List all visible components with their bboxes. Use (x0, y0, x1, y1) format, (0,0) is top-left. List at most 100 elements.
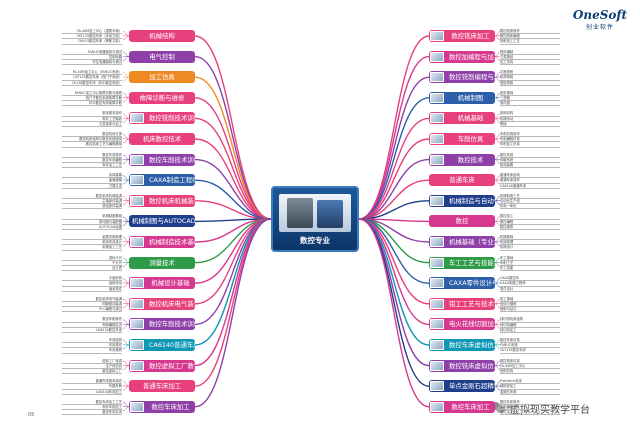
topic-node: CA6140普通车床 (129, 339, 195, 351)
leaf-label: 车床结构 (62, 338, 122, 344)
leaf-label: 常用机构 (500, 111, 560, 117)
leaf-label: 车削编程 (500, 405, 560, 411)
topic-label: 数控虚拟工厂教学实训室 (149, 361, 195, 370)
leaf-label: 金属切削原理 (62, 235, 122, 241)
topic-node: 数控机床机械装调与维修 (129, 194, 195, 207)
leaf-label: 投影基础 (500, 91, 560, 96)
connector-line (194, 55, 272, 220)
topic-thumbnail-image (430, 195, 444, 206)
topic-thumbnail-image (430, 92, 444, 103)
connector-line (122, 179, 130, 185)
leaf-label: 数控加工 (500, 214, 560, 220)
leaf-group: 数控加工数控编程数控维修 (500, 214, 560, 230)
leaf-label: 平面铣削 (500, 70, 560, 76)
topic-thumbnail-image (130, 154, 144, 165)
connector-line (494, 221, 501, 226)
leaf-label: 实体建模 (62, 173, 122, 179)
leaf-group: 平面机构齿轮传动轴系零件 (62, 276, 122, 292)
leaf-group: FA-40M加工中心（FANUC系统）CKT135数控车床（西门子系统）CK13… (62, 70, 122, 86)
topic-node: 数控车削技术训练 (129, 153, 195, 166)
topic-node: 机械结构 (129, 30, 195, 42)
leaf-label: 数控机床工艺与编程基础 (62, 142, 122, 148)
leaf-label: 数控铣床操作 (500, 29, 560, 35)
topic-node: 数控车床虚拟仿真实训室 (429, 339, 495, 351)
leaf-label: 机械基础 (500, 235, 560, 241)
topic-label: 钳工工艺与技术训练 (449, 299, 495, 308)
leaf-label: 自动化生产线 (500, 199, 560, 205)
leaf-label: 线切割机床结构 (500, 317, 560, 323)
leaf-group: 机械制造工艺自动化生产线机电一体化 (500, 194, 560, 210)
connector-line (194, 158, 272, 220)
leaf-label: 零件车削加工 (62, 405, 122, 411)
leaf-label: 零件图与装配图 (62, 220, 122, 225)
connector-line (358, 179, 430, 220)
leaf-label: 进给部件装调 (62, 204, 122, 210)
leaf-label: CKT135数控车床（手动刀架） (62, 34, 122, 40)
leaf-label: 控制电路 (62, 55, 122, 60)
connector-line (122, 282, 130, 288)
leaf-label: 数控车床加工工艺 (62, 400, 122, 405)
topic-label: 普通车床加工 (142, 382, 182, 391)
leaf-label: 车工技能 (500, 266, 560, 272)
leaf-label: 生产线仿真 (62, 364, 122, 369)
leaf-label: 机械制图基础 (62, 214, 122, 220)
connector-line (122, 406, 130, 411)
leaf-label: CK6150数控车床 (62, 328, 122, 333)
topic-label: 故障诊断与维修 (139, 93, 185, 102)
leaf-label: 车工基础 (500, 256, 560, 261)
connector-line (122, 97, 130, 102)
leaf-label: 机电一体化 (500, 204, 560, 210)
connector-line (494, 385, 501, 391)
topic-node: 机械制造技术基础 (129, 236, 195, 248)
leaf-group: Precitech机床超精密加工金刚石车削 (500, 379, 560, 395)
topic-node: 测量技术 (129, 256, 195, 269)
leaf-label: 联接 (500, 122, 560, 127)
topic-node: 机械基础（专业水平） (429, 236, 495, 248)
connector-line (122, 365, 130, 370)
topic-thumbnail-image (430, 154, 444, 165)
topic-thumbnail-image (430, 401, 444, 412)
topic-label: 数控铣削编程与加工 (449, 73, 495, 82)
topic-label: 数控加编程与加工 (449, 52, 495, 61)
topic-node: 电火花线切割加工 (429, 318, 495, 331)
leaf-group: FANUC电器接线与调试控制电路学生电器接线与调试 (62, 50, 122, 66)
leaf-label: FA-40M加工中心（FANUC系统） (62, 70, 122, 76)
leaf-label: 加工仿真 (500, 60, 560, 66)
topic-node: 机械制图 (429, 91, 495, 104)
connector-line (358, 117, 430, 220)
topic-thumbnail-image (430, 298, 444, 309)
leaf-label: 零件工艺路线 (62, 117, 122, 122)
leaf-label: 机械原理 (500, 240, 560, 246)
topic-thumbnail-image (430, 31, 444, 41)
leaf-group: 钳工基础划线与锯削锉削与钻孔 (500, 297, 560, 313)
leaf-label: 程序编制 (500, 50, 560, 55)
topic-label: 机械设计基础 (151, 279, 190, 288)
leaf-label: 机床基本操作 (62, 111, 122, 117)
leaf-label: 车削编程仿真 (500, 137, 560, 143)
leaf-label: 数控车床操作 (62, 153, 122, 158)
leaf-label: 机械设计 (500, 245, 560, 251)
topic-label: 数控铣床加工 (451, 32, 490, 40)
connector-line (494, 200, 501, 205)
leaf-group: 机床基本操作零件工艺路线刀具选择与加工 (62, 111, 122, 127)
connector-line (122, 159, 130, 164)
leaf-label: FANUC系统 (500, 343, 560, 349)
leaf-label: 主轴部件装调 (62, 199, 122, 205)
leaf-group: 数控机床机械装调主轴部件装调进给部件装调 (62, 194, 122, 210)
topic-thumbnail-image (130, 237, 144, 247)
leaf-group: 平面铣削轮廓铣削型腔铣削 (500, 70, 560, 86)
topic-thumbnail-image (430, 381, 444, 392)
connector-line (122, 262, 130, 267)
connector-line (494, 282, 501, 288)
connector-line (358, 158, 430, 220)
topic-label: 测量技术 (149, 258, 175, 267)
connector-line (122, 76, 130, 82)
leaf-group: 数控系统伺服系统检测装置 (500, 153, 560, 169)
leaf-label: 数控系统 (500, 153, 560, 158)
topic-thumbnail-image (130, 278, 144, 289)
topic-label: 数控车床加工 (151, 402, 190, 411)
connector-line (122, 241, 130, 247)
leaf-label: 数控维修 (500, 225, 560, 230)
